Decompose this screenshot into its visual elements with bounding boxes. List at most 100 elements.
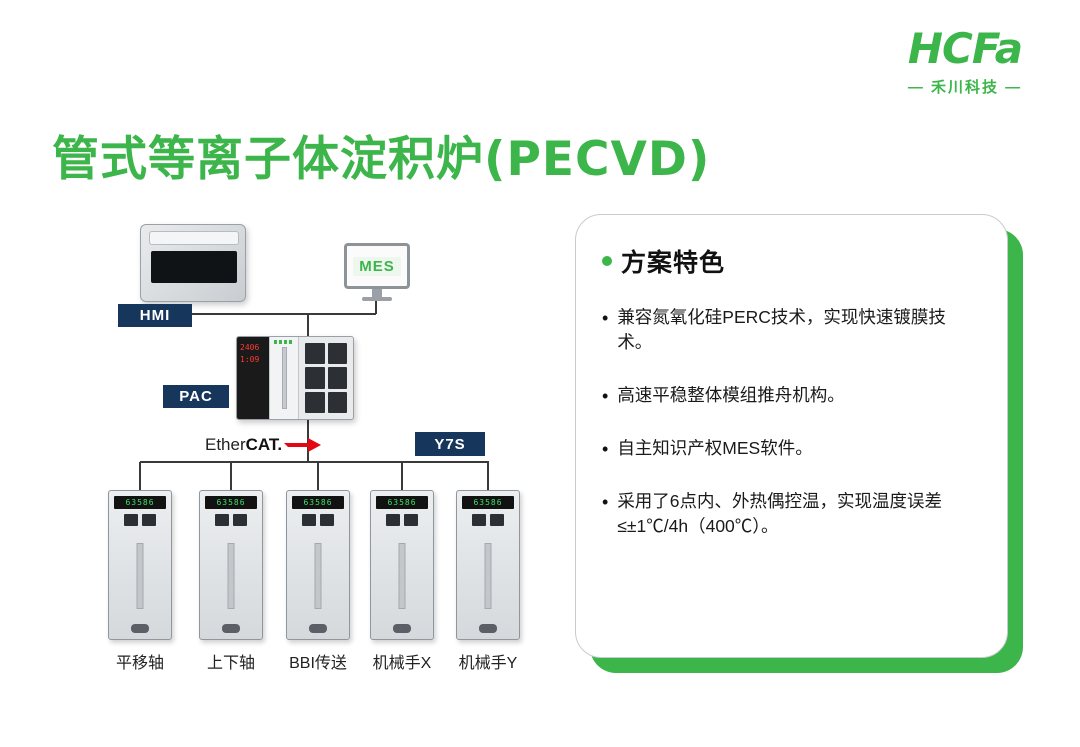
ethernet-port xyxy=(327,367,347,389)
mes-monitor: MES xyxy=(344,243,410,301)
servo-drive-group: 63586 BBI传送 xyxy=(272,490,364,673)
drive-connector xyxy=(393,624,411,633)
page-title: 管式等离子体淀积炉(PECVD) xyxy=(52,132,711,187)
feature-item: • 高速平稳整体模组推舟机构。 xyxy=(602,383,979,409)
ethercat-text-ether: Ether xyxy=(205,435,246,454)
mes-monitor-base xyxy=(362,297,392,301)
pac-device-image: 2406 1:09 xyxy=(236,336,354,420)
feature-list: • 兼容氮氧化硅PERC技术，实现快速镀膜技术。 • 高速平稳整体模组推舟机构。… xyxy=(602,305,979,540)
hmi-label-text: HMI xyxy=(139,307,171,324)
hmi-label: HMI xyxy=(118,304,192,327)
y7s-label: Y7S xyxy=(415,432,485,456)
drive-slot xyxy=(136,543,144,609)
feature-item: • 自主知识产权MES软件。 xyxy=(602,436,979,462)
drive-label: 上下轴 xyxy=(206,655,255,672)
bus-line xyxy=(140,461,489,463)
drive-ports xyxy=(109,514,171,526)
drive-label: 机械手X xyxy=(372,655,432,672)
drive-display-digits: 63586 xyxy=(303,498,333,507)
drive-slot xyxy=(227,543,235,609)
servo-drive-group: 63586 机械手X xyxy=(356,490,448,673)
hmi-device-screen xyxy=(151,251,237,283)
ethernet-port xyxy=(305,367,325,389)
ethercat-arrow-icon xyxy=(284,438,322,452)
servo-drive-image: 63586 xyxy=(108,490,172,640)
pac-body xyxy=(269,337,299,419)
feature-text: 兼容氮氧化硅PERC技术，实现快速镀膜技术。 xyxy=(617,307,946,353)
feature-text: 自主知识产权MES软件。 xyxy=(617,437,813,458)
drive-port xyxy=(472,514,486,526)
bullet-icon: • xyxy=(602,438,609,459)
green-bullet-icon xyxy=(602,256,612,266)
servo-drive-group: 63586 平移轴 xyxy=(94,490,186,673)
drop-drive-1 xyxy=(139,462,141,491)
servo-drive-group: 63586 上下轴 xyxy=(185,490,277,673)
connector-down-to-pac xyxy=(307,313,309,337)
drive-display: 63586 xyxy=(462,496,514,509)
feature-card: 方案特色 • 兼容氮氧化硅PERC技术，实现快速镀膜技术。 • 高速平稳整体模组… xyxy=(575,214,1008,658)
feature-card-heading: 方案特色 xyxy=(602,243,979,279)
servo-drive-image: 63586 xyxy=(286,490,350,640)
drive-display: 63586 xyxy=(205,496,257,509)
drive-label: 平移轴 xyxy=(115,655,164,672)
drive-label: BBI传送 xyxy=(289,655,347,672)
drive-connector xyxy=(131,624,149,633)
drive-port xyxy=(320,514,334,526)
drive-port xyxy=(386,514,400,526)
drop-drive-2 xyxy=(230,462,232,491)
ethernet-port xyxy=(327,343,347,365)
drive-port xyxy=(142,514,156,526)
drive-display: 63586 xyxy=(114,496,166,509)
drop-drive-5 xyxy=(487,462,489,491)
drive-ports xyxy=(287,514,349,526)
pac-label-text: PAC xyxy=(179,388,213,405)
connector-hmi-mes xyxy=(190,313,376,315)
hmi-device-image xyxy=(140,224,246,302)
drive-slot xyxy=(314,543,322,609)
drive-display: 63586 xyxy=(292,496,344,509)
ethernet-port xyxy=(327,391,347,413)
drive-slot xyxy=(398,543,406,609)
drive-port xyxy=(124,514,138,526)
feature-item: • 采用了6点内、外热偶控温，实现温度误差≤±1℃/4h（400℃）。 xyxy=(602,489,979,540)
servo-drive-group: 63586 机械手Y xyxy=(442,490,534,673)
drive-slot xyxy=(484,543,492,609)
hmi-device-bezel xyxy=(149,231,239,245)
drive-port xyxy=(233,514,247,526)
drive-display-digits: 63586 xyxy=(216,498,246,507)
bullet-icon: • xyxy=(602,308,609,328)
pac-display-line2: 1:09 xyxy=(240,354,260,364)
drop-drive-3 xyxy=(317,462,319,491)
connector-pac-bus xyxy=(307,420,309,462)
bullet-icon: • xyxy=(602,385,609,406)
pac-status-leds xyxy=(274,340,294,344)
drive-display-digits: 63586 xyxy=(473,498,503,507)
drive-ports xyxy=(200,514,262,526)
drive-display-digits: 63586 xyxy=(387,498,417,507)
drive-display-digits: 63586 xyxy=(125,498,155,507)
servo-drive-image: 63586 xyxy=(456,490,520,640)
y7s-label-text: Y7S xyxy=(434,435,466,453)
logo-subtitle: — 禾川科技 — xyxy=(907,79,1023,96)
drive-display: 63586 xyxy=(376,496,428,509)
hcfa-logo: HCFa — 禾川科技 — xyxy=(890,28,1040,97)
pac-display-line1: 2406 xyxy=(240,343,260,352)
feature-item: • 兼容氮氧化硅PERC技术，实现快速镀膜技术。 xyxy=(602,305,979,356)
drive-ports xyxy=(371,514,433,526)
mes-label-text: MES xyxy=(353,256,401,276)
connector-mes-drop xyxy=(375,301,377,314)
drive-ports xyxy=(457,514,519,526)
pac-label: PAC xyxy=(163,385,229,408)
drive-connector xyxy=(479,624,497,633)
mes-screen: MES xyxy=(344,243,410,289)
ethernet-port xyxy=(305,343,325,365)
feature-card-title: 方案特色 xyxy=(621,249,726,277)
pac-port-grid xyxy=(299,337,353,419)
drive-connector xyxy=(309,624,327,633)
pac-slot xyxy=(282,347,287,409)
ethercat-logo: Ether CAT. xyxy=(205,434,322,456)
feature-text: 高速平稳整体模组推舟机构。 xyxy=(617,384,845,405)
bullet-icon: • xyxy=(602,491,609,512)
drive-port xyxy=(490,514,504,526)
